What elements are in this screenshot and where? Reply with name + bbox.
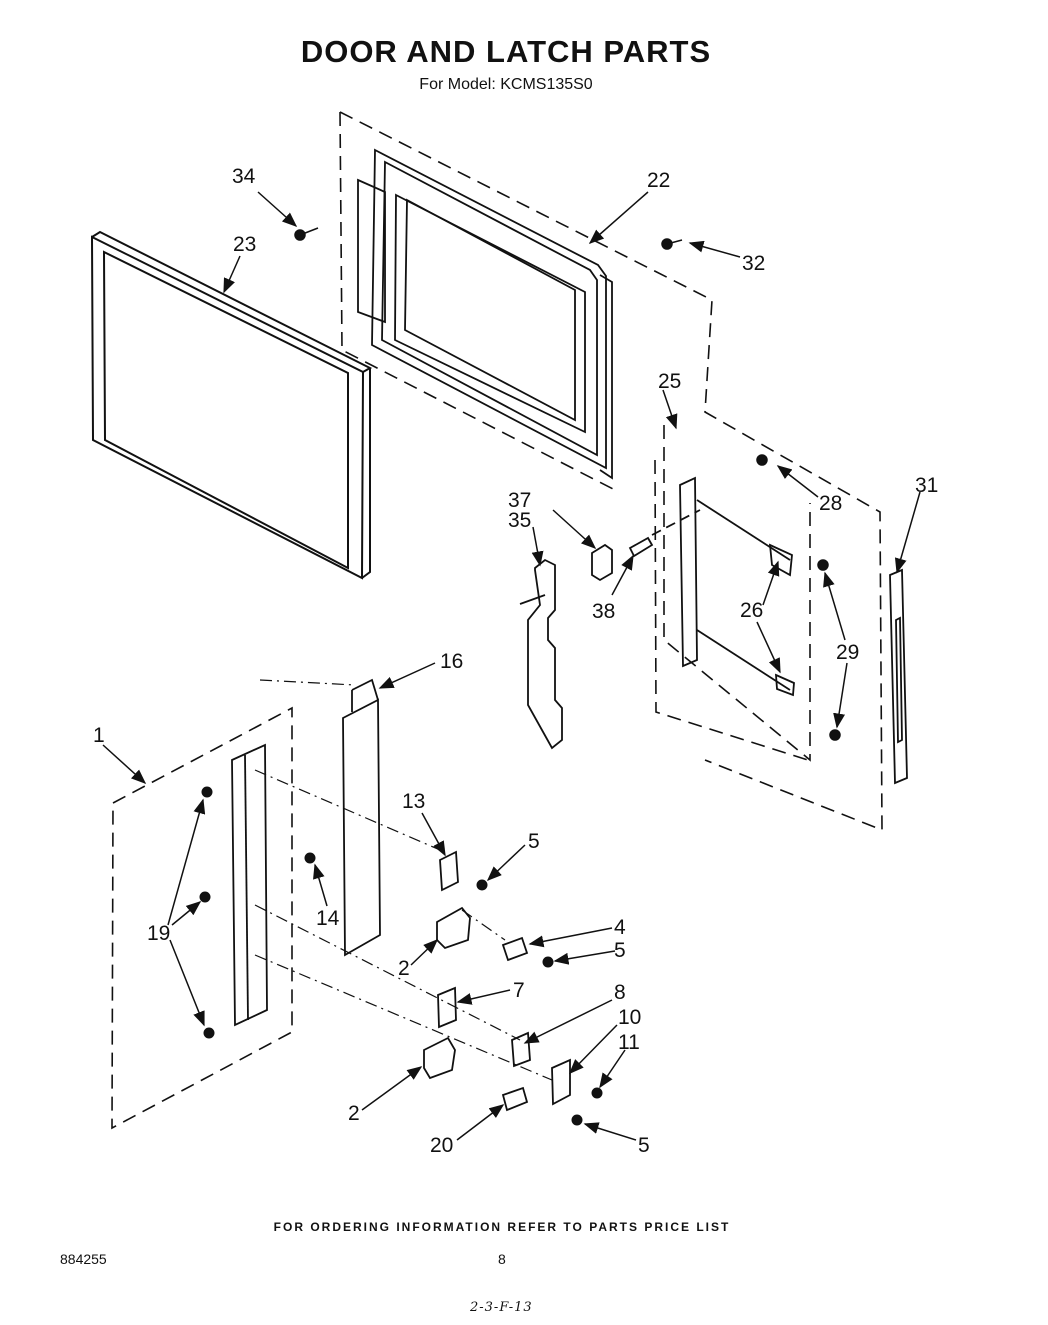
screw-29b	[829, 729, 841, 741]
callout-11: 11	[618, 1031, 640, 1054]
door-frame-part	[90, 230, 373, 580]
upper-screws	[294, 227, 841, 741]
part-2b	[423, 1036, 456, 1080]
callout-34: 34	[232, 165, 256, 188]
model-subtitle: For Model: KCMS135S0	[419, 76, 593, 93]
callout-labels: 34 22 23 32 25 31 28 37 35 38 26 29 16 1…	[93, 165, 938, 1157]
part-2a	[436, 906, 471, 950]
callout-14: 14	[316, 907, 340, 930]
latch-hook-and-spring	[591, 509, 701, 582]
callout-7: 7	[513, 979, 525, 1002]
part-4	[501, 936, 529, 962]
callout-10: 10	[618, 1006, 641, 1029]
callout-13: 13	[402, 790, 425, 813]
latch-bar	[679, 476, 795, 697]
latch-assembly-outline	[654, 425, 811, 762]
screw-19c	[203, 1027, 215, 1039]
callout-32: 32	[742, 252, 765, 275]
screw-29a	[817, 559, 829, 571]
screw-19a	[201, 786, 213, 798]
callout-35: 35	[508, 509, 531, 532]
page-title: DOOR AND LATCH PARTS	[300, 34, 712, 69]
callout-2-lower: 2	[348, 1102, 360, 1125]
leader-arrows	[102, 191, 921, 1141]
part-10	[551, 1058, 571, 1106]
handwritten-note: 2-3-F-13	[470, 1300, 533, 1315]
ordering-note: FOR ORDERING INFORMATION REFER TO PARTS …	[273, 1220, 731, 1234]
screw-5c	[571, 1114, 583, 1126]
channel-part	[342, 678, 381, 957]
document-number: 884255	[60, 1251, 107, 1267]
part-13	[439, 850, 459, 892]
callout-26: 26	[740, 599, 763, 622]
callout-28: 28	[819, 492, 842, 515]
callout-25: 25	[658, 370, 681, 393]
callout-5-middle: 5	[614, 939, 626, 962]
callout-8: 8	[614, 981, 626, 1004]
latch-lever-part	[519, 558, 563, 750]
lower-assembly-outline	[111, 706, 293, 1130]
lower-small-parts	[423, 850, 571, 1112]
callout-37: 37	[508, 489, 531, 512]
screw-5a	[476, 879, 488, 891]
screw-19b	[199, 891, 211, 903]
callout-23: 23	[233, 233, 256, 256]
screw-28	[756, 454, 768, 466]
callout-38: 38	[592, 600, 615, 623]
callout-5-lower: 5	[638, 1134, 650, 1157]
callout-19: 19	[147, 922, 170, 945]
assembly-lines	[254, 679, 553, 1081]
screw-14	[304, 852, 316, 864]
callout-16: 16	[440, 650, 463, 673]
part-20	[501, 1086, 529, 1112]
door-assembly-outline	[339, 111, 883, 832]
callout-5-upper: 5	[528, 830, 540, 853]
part-7	[437, 986, 457, 1029]
callout-22: 22	[647, 169, 670, 192]
callout-20: 20	[430, 1134, 453, 1157]
inner-door-panel	[357, 148, 613, 480]
latch-bracket	[231, 743, 268, 1027]
callout-29: 29	[836, 641, 859, 664]
callout-4: 4	[614, 916, 626, 939]
lower-screws	[199, 786, 603, 1126]
side-strip-part	[889, 568, 908, 785]
callout-31: 31	[915, 474, 938, 497]
page-number: 8	[498, 1251, 506, 1267]
part-8	[511, 1031, 531, 1068]
screw-5b	[542, 956, 554, 968]
callout-2-upper: 2	[398, 957, 410, 980]
callout-1: 1	[93, 724, 105, 747]
screw-11	[591, 1087, 603, 1099]
